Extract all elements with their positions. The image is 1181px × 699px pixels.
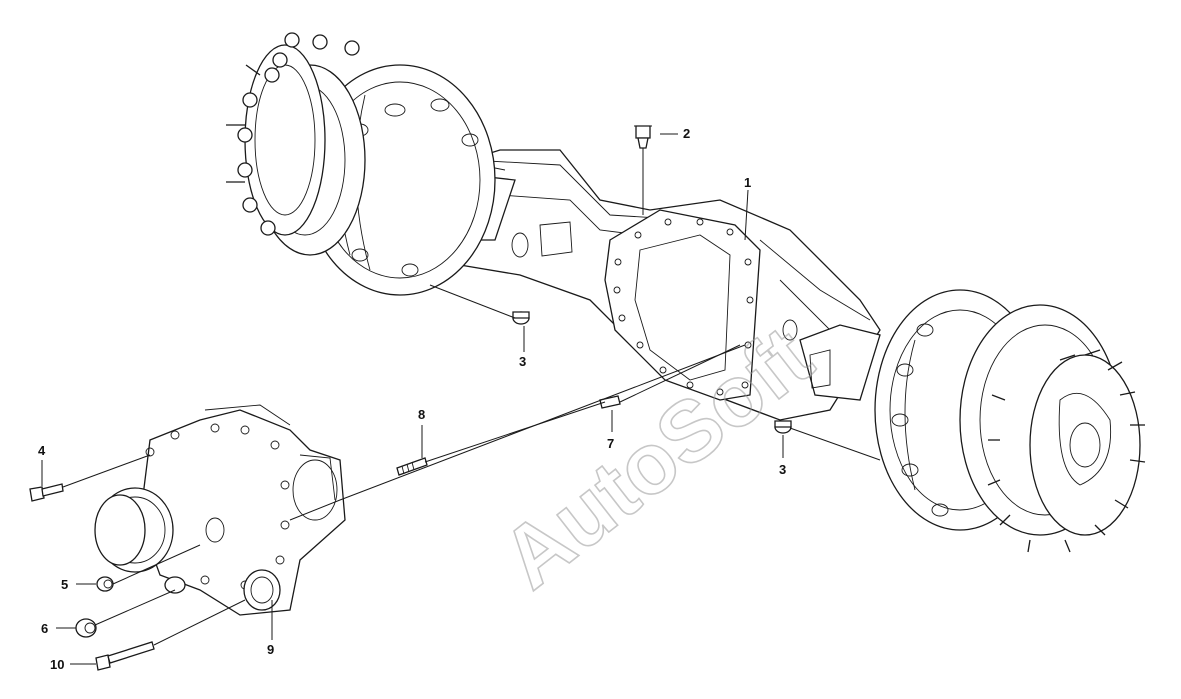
flange-bolt-holes (613, 218, 754, 396)
axle-housing (226, 32, 1146, 553)
breather-part-2 (634, 125, 652, 149)
bolt-part-4 (29, 483, 64, 502)
plug-part-3-upper (512, 311, 530, 325)
callout-3b: 3 (779, 462, 786, 477)
callout-8: 8 (418, 407, 425, 422)
differential-carrier (94, 404, 346, 616)
callout-9: 9 (267, 642, 274, 657)
flange-nut-part-6 (75, 618, 97, 638)
nut-part-5 (96, 576, 114, 592)
right-wheel-hub (874, 289, 1146, 553)
callout-4: 4 (38, 443, 46, 458)
callout-2: 2 (683, 126, 690, 141)
callout-labels: 1 2 3 3 4 5 6 7 8 9 10 (38, 126, 786, 672)
callout-7: 7 (607, 436, 614, 451)
right-hub-studs (987, 349, 1146, 553)
callout-5: 5 (61, 577, 68, 592)
callout-6: 6 (41, 621, 48, 636)
leader-lines (41, 133, 881, 665)
left-hub-studs (237, 32, 360, 236)
dowel-pin-part-7 (599, 395, 621, 409)
plug-part-3-lower (774, 420, 792, 434)
long-bolt-part-10 (95, 641, 155, 671)
stud-part-8 (396, 457, 428, 476)
callout-1: 1 (744, 175, 751, 190)
callout-3a: 3 (519, 354, 526, 369)
left-wheel-hub (226, 32, 496, 296)
callout-10: 10 (50, 657, 64, 672)
